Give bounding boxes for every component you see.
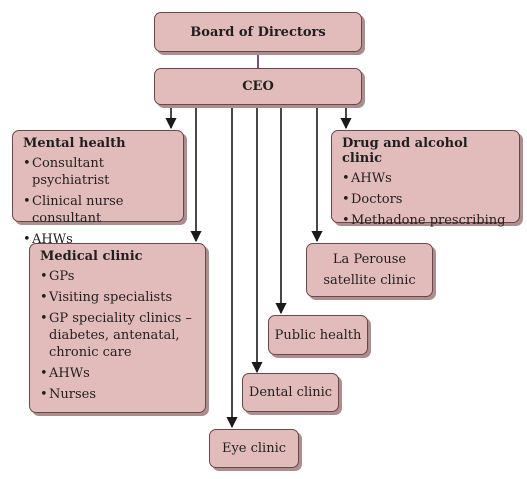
la-perouse-box: La Perouse satellite clinic	[306, 243, 433, 297]
list-item: AHWs	[40, 365, 197, 382]
board-label: Board of Directors	[190, 24, 326, 40]
public-health-box: Public health	[268, 315, 368, 355]
list-item: Methadone prescribing	[342, 212, 511, 229]
list-item: Clinical nurse consultant	[23, 193, 175, 227]
board-of-directors-box: Board of Directors	[154, 12, 362, 52]
public-health-label: Public health	[274, 327, 362, 343]
drug-alcohol-title: Drug and alcohol clinic	[342, 136, 468, 166]
mental-health-box: Mental health Consultant psychiatrist Cl…	[12, 130, 184, 248]
list-item: Visiting specialists	[40, 289, 197, 306]
list-item: AHWs	[342, 170, 511, 187]
dental-clinic-label: Dental clinic	[248, 385, 333, 400]
eye-clinic-label: Eye clinic	[221, 441, 287, 456]
medical-clinic-box: Medical clinic GPs Visiting specialists …	[29, 243, 206, 413]
la-perouse-line1: La Perouse	[332, 252, 407, 267]
list-item: Nurses	[40, 386, 197, 403]
ceo-box: CEO	[154, 68, 362, 105]
eye-clinic-box: Eye clinic	[209, 429, 299, 468]
mental-health-list: Consultant psychiatrist Clinical nurse c…	[23, 155, 175, 248]
drug-alcohol-clinic-box: Drug and alcohol clinic AHWs Doctors Met…	[331, 130, 520, 229]
dental-clinic-box: Dental clinic	[242, 373, 339, 412]
ceo-label: CEO	[242, 79, 274, 94]
mental-health-title: Mental health	[23, 136, 126, 151]
list-item: Consultant psychiatrist	[23, 155, 175, 189]
list-item: GP speciality clinics – diabetes, antena…	[40, 310, 197, 361]
medical-clinic-list: GPs Visiting specialists GP speciality c…	[40, 268, 197, 403]
medical-clinic-title: Medical clinic	[40, 249, 143, 264]
la-perouse-line2: satellite clinic	[323, 273, 416, 288]
list-item: GPs	[40, 268, 197, 285]
list-item: Doctors	[342, 191, 511, 208]
drug-alcohol-list: AHWs Doctors Methadone prescribing	[342, 170, 511, 229]
